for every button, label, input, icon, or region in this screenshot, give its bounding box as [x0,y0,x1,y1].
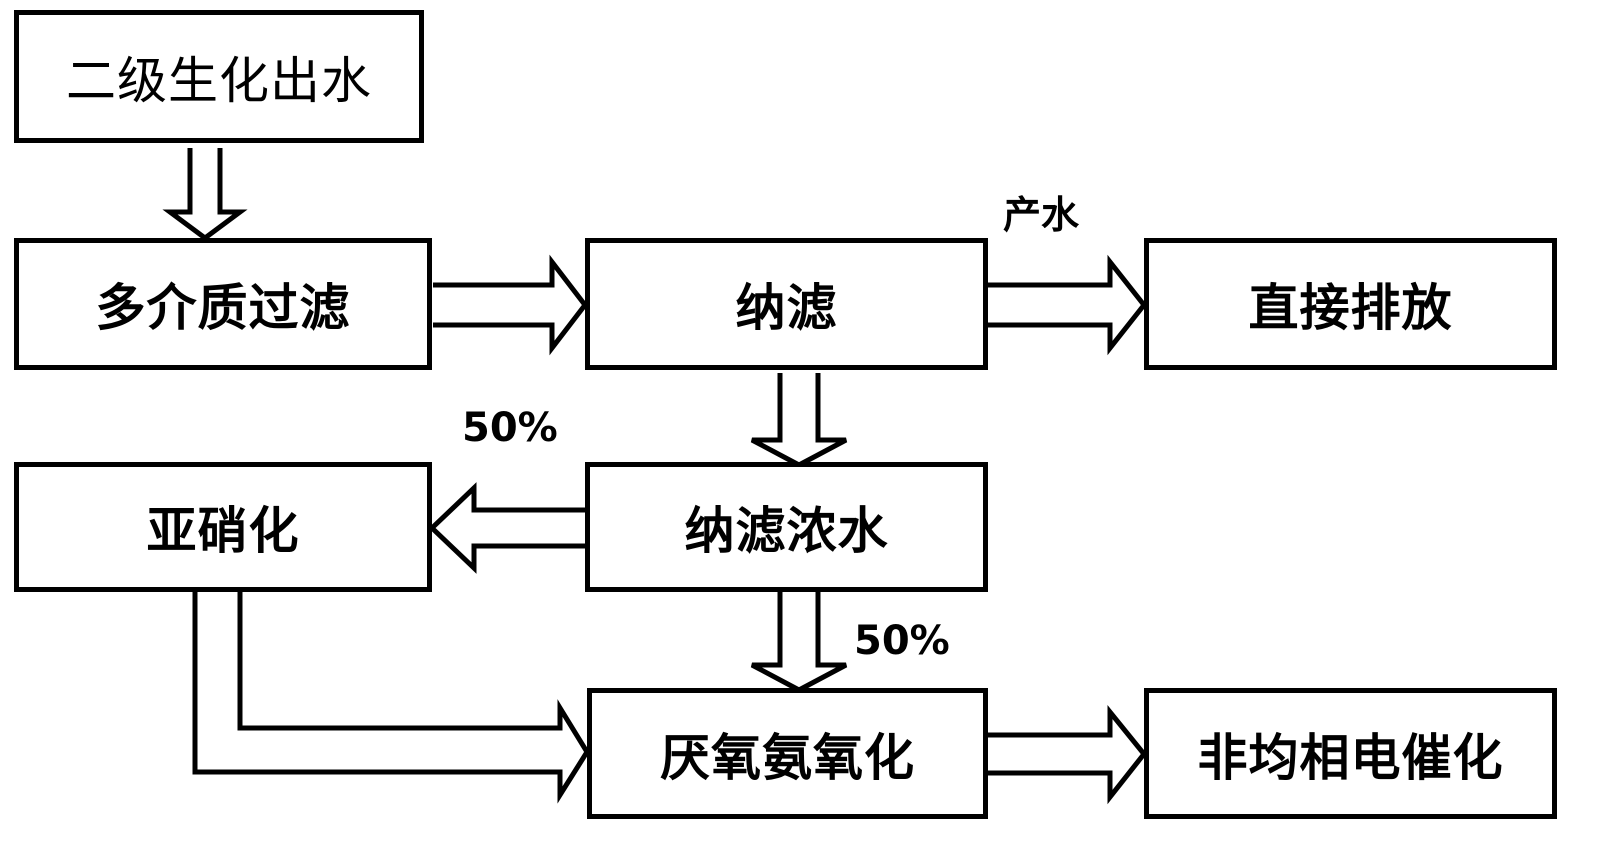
arrow-anammox-to-electrocatalysis [987,704,1148,805]
node-heterogeneous-electrocatalysis: 非均相电催化 [1144,688,1557,819]
edge-label-split-anammox: 50% [854,618,950,664]
node-nanofiltration: 纳滤 [585,238,988,370]
arrow-effluent-to-filtration [162,148,248,242]
node-secondary-effluent: 二级生化出水 [14,10,424,143]
arrow-nanofiltration-to-concentrate [750,373,848,468]
node-direct-discharge: 直接排放 [1144,238,1557,370]
node-label: 纳滤 [735,279,838,337]
edge-label-split-nitritation: 50% [462,405,558,451]
node-label: 二级生化出水 [66,51,372,110]
node-label: 直接排放 [1248,279,1453,337]
arrow-nitritation-to-anammox [192,592,590,804]
edge-label-product-water: 产水 [1003,193,1080,237]
arrow-concentrate-to-nitritation [428,482,589,574]
node-anammox: 厌氧氨氧化 [587,688,988,819]
node-label: 多介质过滤 [95,279,351,337]
node-label: 亚硝化 [146,502,300,560]
node-nf-concentrate: 纳滤浓水 [585,462,988,592]
node-nitritation: 亚硝化 [14,462,432,592]
arrow-concentrate-to-anammox [750,592,848,693]
arrow-filtration-to-nanofiltration [433,254,589,356]
node-label: 厌氧氨氧化 [660,728,915,787]
node-label: 非均相电催化 [1197,728,1504,787]
node-label: 纳滤浓水 [684,502,889,560]
node-multimedia-filtration: 多介质过滤 [14,238,432,370]
arrow-nanofiltration-to-discharge [987,254,1148,356]
